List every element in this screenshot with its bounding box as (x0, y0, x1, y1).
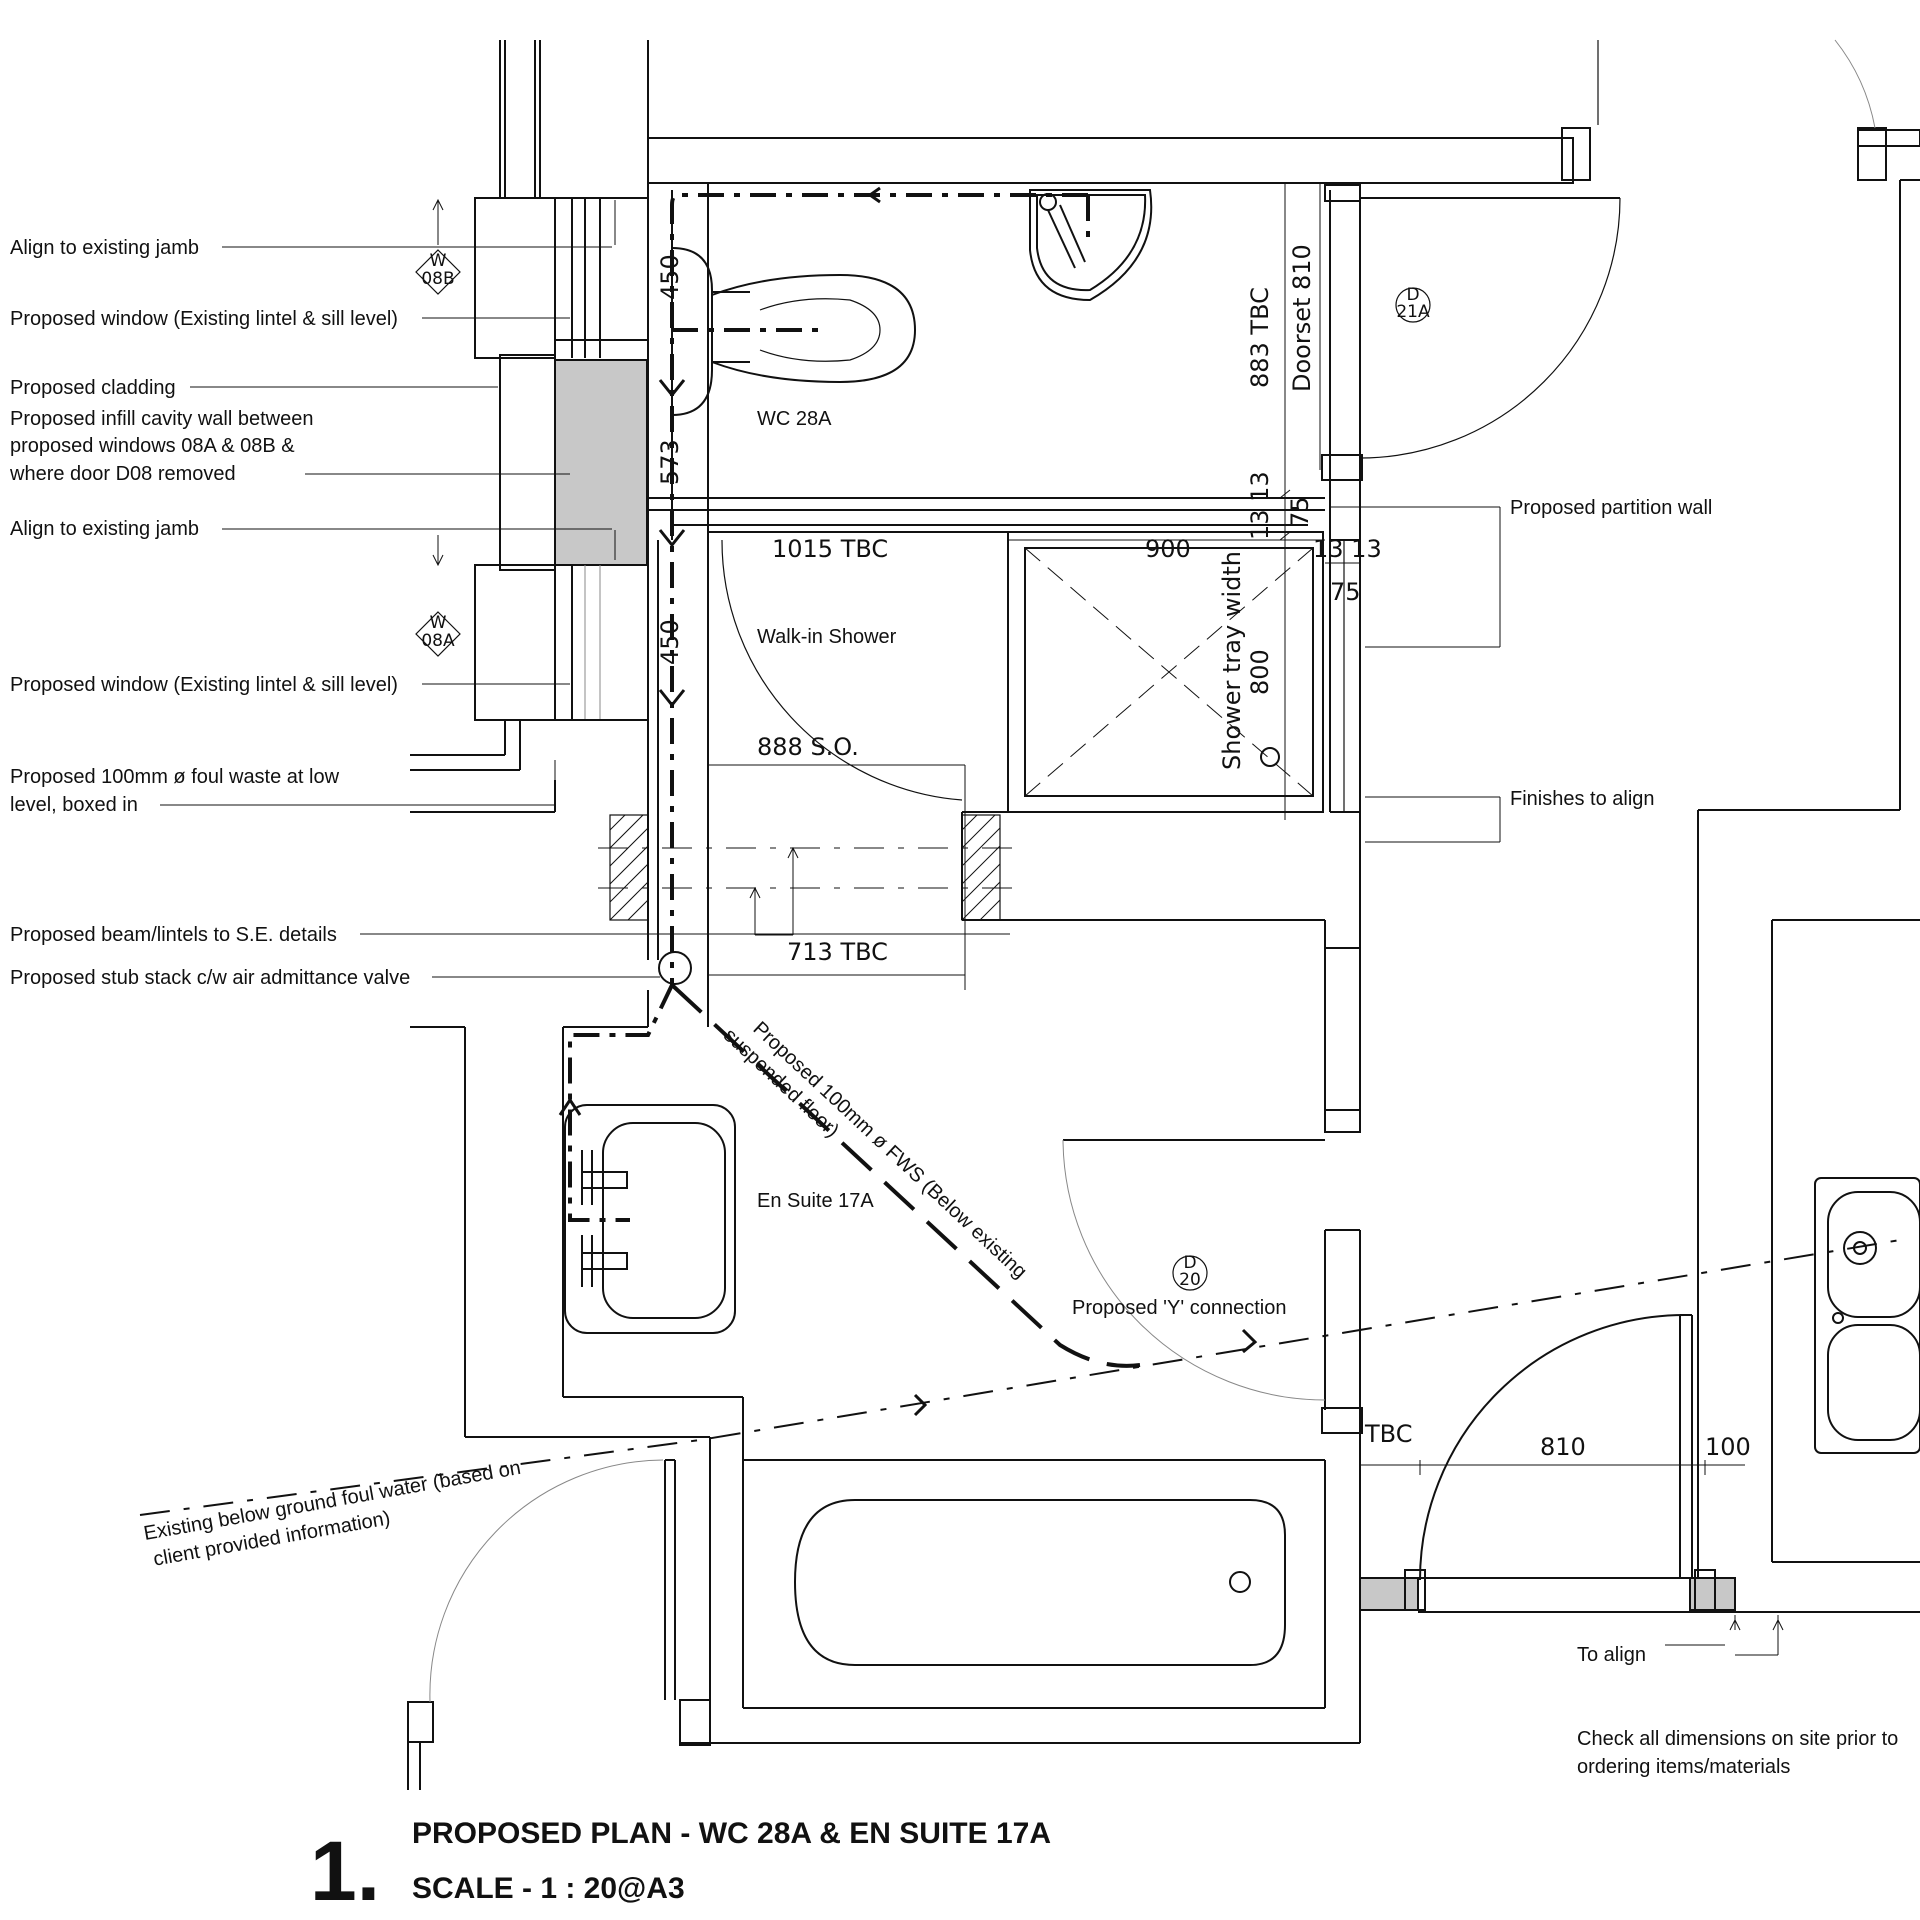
tag-d20-top: D (1183, 1253, 1196, 1273)
window-tag-diamond (415, 611, 461, 657)
dim-450-top: 450 (656, 254, 684, 300)
note-align-jamb-bottom: Align to existing jamb (10, 518, 199, 540)
dim-doorset: Doorset 810 (1288, 244, 1316, 392)
dim-75-b: 75 (1330, 578, 1361, 606)
dim-713: 713 TBC (787, 938, 888, 966)
dim-450-bottom: 450 (656, 619, 684, 665)
dim-75-a: 75 (1286, 496, 1314, 527)
dim-810: 810 (1540, 1433, 1586, 1461)
dim-900: 900 (1145, 535, 1191, 563)
note-align-jamb-top: Align to existing jamb (10, 237, 199, 259)
drawing-scale: SCALE - 1 : 20@A3 (412, 1872, 685, 1905)
note-fws-1: Proposed 100mm ø FWS (Below existing (749, 1018, 1031, 1283)
drawing-number: 1. (310, 1824, 380, 1918)
tag-d21a-bottom: 21A (1396, 302, 1430, 322)
note-infill-3: where door D08 removed (9, 463, 236, 485)
door-tag-circle (1395, 287, 1431, 323)
note-infill-2: proposed windows 08A & 08B & (10, 435, 295, 457)
note-beam: Proposed beam/lintels to S.E. details (10, 924, 337, 946)
note-y-connection: Proposed 'Y' connection (1072, 1297, 1286, 1319)
tag-symbols (415, 249, 1431, 1291)
note-partition: Proposed partition wall (1510, 497, 1712, 519)
note-to-align: To align (1577, 1644, 1646, 1666)
dim-1313: 13 13 (1246, 471, 1274, 540)
doors (429, 39, 1887, 1746)
tag-w08a-bottom: 08A (421, 631, 455, 651)
dim-800: 800 (1246, 649, 1274, 695)
note-cladding: Proposed cladding (10, 377, 176, 399)
note-foul-2: level, boxed in (10, 794, 138, 816)
note-stub-stack: Proposed stub stack c/w air admittance v… (10, 967, 410, 989)
drainage-routes (139, 186, 1901, 1516)
dim-1313-b: 13 13 (1313, 535, 1382, 563)
dim-883: 883 TBC (1246, 287, 1274, 388)
dim-100: 100 (1705, 1433, 1751, 1461)
room-name-ensuite: En Suite 17A (757, 1190, 874, 1212)
dim-888: 888 S.O. (757, 733, 859, 761)
door-tag-circle (1172, 1255, 1208, 1291)
leader-lines (160, 246, 1725, 1646)
room-name-wc: WC 28A (757, 408, 832, 430)
dim-tray-width: Shower tray width (1218, 551, 1246, 770)
note-foul-1: Proposed 100mm ø foul waste at low (10, 766, 340, 788)
note-window-08a: Proposed window (Existing lintel & sill … (10, 674, 398, 696)
note-check-2: ordering items/materials (1577, 1756, 1790, 1778)
dim-1015: 1015 TBC (772, 535, 888, 563)
note-finishes: Finishes to align (1510, 788, 1655, 810)
note-infill-1: Proposed infill cavity wall between (10, 408, 314, 430)
walls (407, 40, 1920, 1790)
dimension-lines (432, 183, 1784, 1656)
tag-d20-bottom: 20 (1179, 1270, 1201, 1290)
dim-tbc: TBC (1364, 1420, 1412, 1448)
tag-w08a-top: W (430, 613, 447, 633)
drawing-title: PROPOSED PLAN - WC 28A & EN SUITE 17A (412, 1817, 1051, 1850)
tag-w08b-bottom: 08B (421, 269, 454, 289)
note-window-08b: Proposed window (Existing lintel & sill … (10, 308, 398, 330)
sanitary-ware (564, 189, 1153, 1334)
tag-d21a-top: D (1406, 285, 1419, 305)
dim-573: 573 (656, 439, 684, 485)
note-check-1: Check all dimensions on site prior to (1577, 1728, 1898, 1750)
room-name-shower: Walk-in Shower (757, 626, 897, 648)
window-tag-diamond (415, 249, 461, 295)
tag-w08b-top: W (430, 251, 447, 271)
